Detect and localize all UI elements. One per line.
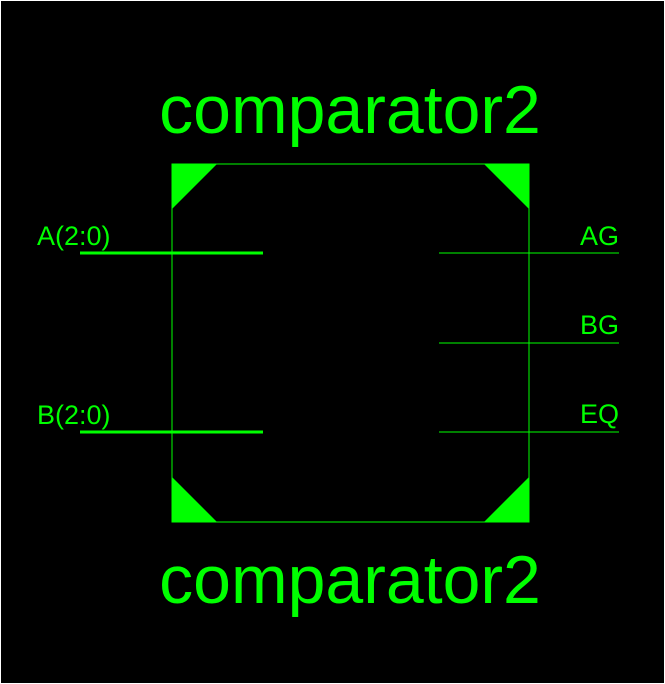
corner-marker-top-right: [484, 164, 529, 209]
corner-marker-top-left: [172, 164, 217, 209]
output-pin-bg[interactable]: BG: [439, 310, 619, 344]
input-pin-a[interactable]: A(2:0): [37, 221, 263, 255]
output-pin-ag-label: AG: [580, 221, 619, 251]
symbol-body[interactable]: [171, 163, 530, 523]
corner-marker-bottom-left: [172, 477, 217, 522]
output-pin-ag[interactable]: AG: [439, 221, 619, 254]
input-pin-a-label: A(2:0): [37, 221, 111, 251]
input-pin-b[interactable]: B(2:0): [37, 400, 263, 434]
output-pin-eq-label: EQ: [580, 399, 619, 429]
output-pin-bg-label: BG: [580, 310, 619, 340]
output-pin-eq[interactable]: EQ: [439, 399, 619, 433]
symbol-title-bottom: comparator2: [159, 542, 541, 618]
corner-marker-bottom-right: [484, 477, 529, 522]
symbol-title-top: comparator2: [159, 72, 541, 148]
input-pin-b-label: B(2:0): [37, 400, 111, 430]
